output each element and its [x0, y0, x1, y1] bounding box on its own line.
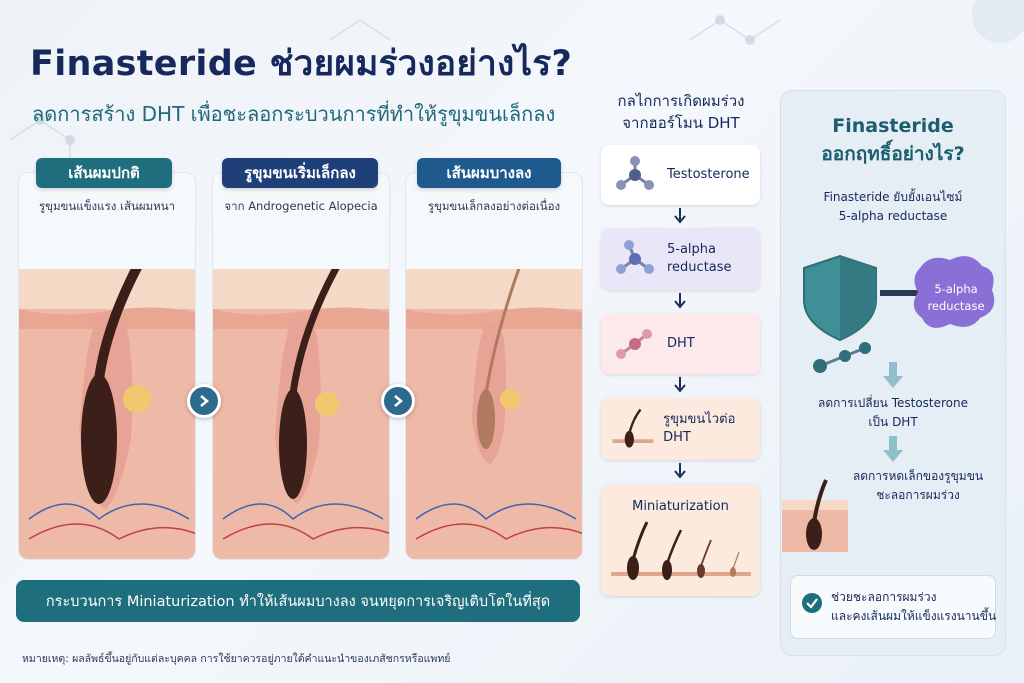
healthy-follicle-icon — [782, 479, 848, 552]
finasteride-description: Finasteride ยับยั้งเอนไซม์ 5-alpha reduc… — [823, 190, 963, 223]
chevron-right-icon — [200, 395, 209, 407]
step-label: รูขุมขนไวต่อ DHT — [663, 412, 736, 445]
stage-panel-thinning — [405, 172, 583, 560]
finasteride-action-title: Finasteride ออกฤทธิ์อย่างไร? — [821, 115, 965, 165]
stage-caption-thinning: รูขุมขนเล็กลงอย่างต่อเนื่อง — [427, 199, 561, 213]
hair-follicle-icon — [612, 408, 654, 448]
arrow-down-icon — [674, 377, 686, 393]
step-label: 5-alpha — [667, 242, 716, 257]
stage-panel-normal — [18, 172, 196, 560]
arrow-down-icon — [674, 463, 686, 479]
thinning-hair-illustration — [406, 269, 582, 559]
shrinking-hair-illustration — [213, 269, 389, 559]
page-subtitle: ลดการสร้าง DHT เพื่อชะลอกระบวนการที่ทำให… — [32, 102, 556, 126]
miniaturization-banner: กระบวนการ Miniaturization ทำให้เส้นผมบาง… — [16, 580, 580, 622]
molecule-icon — [616, 329, 652, 359]
footnote: หมายเหตุ: ผลลัพธ์ขึ้นอยู่กับแต่ละบุคคล ก… — [22, 653, 451, 665]
step-testosterone: Testosterone — [601, 145, 760, 205]
stage-tag-normal: เส้นผมปกติ — [36, 158, 172, 188]
inhibition-illustration: 5-alpha reductase — [803, 254, 995, 373]
check-circle-icon — [802, 593, 822, 613]
effect-slow-hair-loss: ลดการหดเล็กของรูขุมขน ชะลอการผมร่วง — [852, 469, 984, 502]
miniaturization-stages-icon — [610, 521, 751, 580]
step-follicle-sensitive: รูขุมขนไวต่อ DHT — [601, 398, 760, 460]
molecule-icon — [616, 156, 654, 190]
enzyme-label: 5-alpha — [934, 282, 977, 296]
benefit-card: ช่วยชะลอการผมร่วง และคงเส้นผมให้แข็งแรงน… — [790, 575, 996, 639]
stage-tag-shrinking: รูขุมขนเริ่มเล็กลง — [222, 158, 378, 188]
arrow-down-icon — [883, 362, 903, 388]
stage-tag-thinning: เส้นผมบางลง — [417, 158, 561, 188]
molecule-icon — [616, 240, 654, 274]
step-label: reductase — [667, 260, 732, 275]
step-dht: DHT — [601, 314, 760, 374]
arrow-down-icon — [883, 436, 903, 462]
normal-hair-illustration — [19, 269, 195, 559]
effect-reduce-conversion: ลดการเปลี่ยน Testosterone เป็น DHT — [817, 396, 969, 429]
mechanism-title: กลไกการเกิดผมร่วง จากฮอร์โมน DHT — [617, 92, 745, 132]
step-label: DHT — [667, 336, 695, 351]
page-title: Finasteride ช่วยผมร่วงอย่างไร? — [30, 44, 573, 84]
stage-panel-shrinking — [212, 172, 390, 560]
step-5-alpha-reductase: 5-alpha reductase — [601, 228, 760, 290]
next-arrow-button[interactable] — [381, 384, 415, 418]
benefit-text: และคงเส้นผมให้แข็งแรงนานขึ้น — [831, 609, 997, 623]
chevron-right-icon — [394, 395, 403, 407]
arrow-down-icon — [674, 208, 686, 224]
stage-caption-shrinking: จาก Androgenetic Alopecia — [224, 199, 378, 213]
stage-caption-normal: รูขุมขนแข็งแรง เส้นผมหนา — [38, 199, 176, 213]
benefit-text: ช่วยชะลอการผมร่วง — [831, 590, 937, 604]
step-label: Testosterone — [667, 167, 750, 182]
arrow-down-icon — [674, 293, 686, 309]
enzyme-label: reductase — [927, 299, 984, 313]
step-miniaturization: Miniaturization — [601, 484, 760, 596]
step-label: Miniaturization — [632, 499, 729, 514]
next-arrow-button[interactable] — [187, 384, 221, 418]
